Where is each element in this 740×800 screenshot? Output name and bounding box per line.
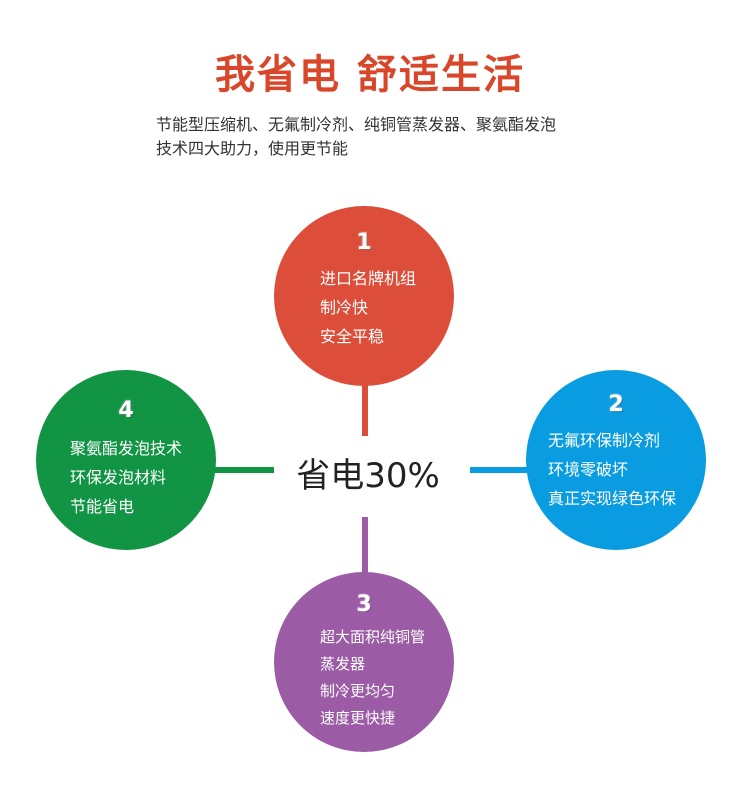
feature-node-1: 1 进口名牌机组 制冷快 安全平稳: [274, 206, 454, 386]
center-label: 省电30%: [296, 456, 440, 496]
node-line: 超大面积纯铜管: [320, 628, 426, 646]
feature-node-2: 2 无氟环保制冷剂 环境零破坏 真正实现绿色环保: [526, 370, 706, 550]
feature-node-4: 4 聚氨酯发泡技术 环保发泡材料 节能省电: [36, 370, 216, 550]
subtitle: 节能型压缩机、无氟制冷剂、纯铜管蒸发器、聚氨酯发泡 技术四大助力，使用更节能: [156, 113, 616, 161]
node-line: 环境零破坏: [548, 460, 629, 479]
connector-bottom: [362, 517, 368, 583]
node-line: 环保发泡材料: [70, 468, 167, 487]
node-number: 1: [356, 230, 372, 255]
node-line: 真正实现绿色环保: [548, 489, 677, 508]
feature-node-3: 3 超大面积纯铜管 蒸发器 制冷更均匀 速度更快捷: [274, 572, 454, 752]
connector-right: [470, 467, 532, 473]
node-number: 3: [356, 592, 372, 617]
node-line: 制冷快: [320, 298, 369, 317]
subtitle-line-2: 技术四大助力，使用更节能: [156, 139, 349, 158]
node-line: 无氟环保制冷剂: [548, 431, 661, 450]
node-line: 蒸发器: [320, 655, 366, 673]
node-line: 聚氨酯发泡技术: [70, 439, 183, 458]
page-title: 我省电 舒适生活: [0, 42, 740, 100]
node-lines: 超大面积纯铜管 蒸发器 制冷更均匀 速度更快捷: [320, 624, 425, 732]
node-line: 节能省电: [70, 497, 135, 516]
connector-left: [214, 467, 274, 473]
node-lines: 进口名牌机组 制冷快 安全平稳: [320, 264, 416, 351]
subtitle-line-1: 节能型压缩机、无氟制冷剂、纯铜管蒸发器、聚氨酯发泡: [156, 115, 557, 134]
node-number: 2: [608, 392, 624, 417]
title-part-1: 我省电: [215, 52, 342, 98]
connector-top: [362, 380, 368, 436]
node-lines: 无氟环保制冷剂 环境零破坏 真正实现绿色环保: [548, 426, 676, 513]
title-part-2: 舒适生活: [356, 52, 525, 98]
node-line: 进口名牌机组: [320, 269, 417, 288]
node-number: 4: [118, 398, 134, 423]
node-lines: 聚氨酯发泡技术 环保发泡材料 节能省电: [70, 434, 182, 521]
node-line: 安全平稳: [320, 327, 385, 346]
node-line: 制冷更均匀: [320, 682, 396, 700]
node-line: 速度更快捷: [320, 709, 396, 727]
